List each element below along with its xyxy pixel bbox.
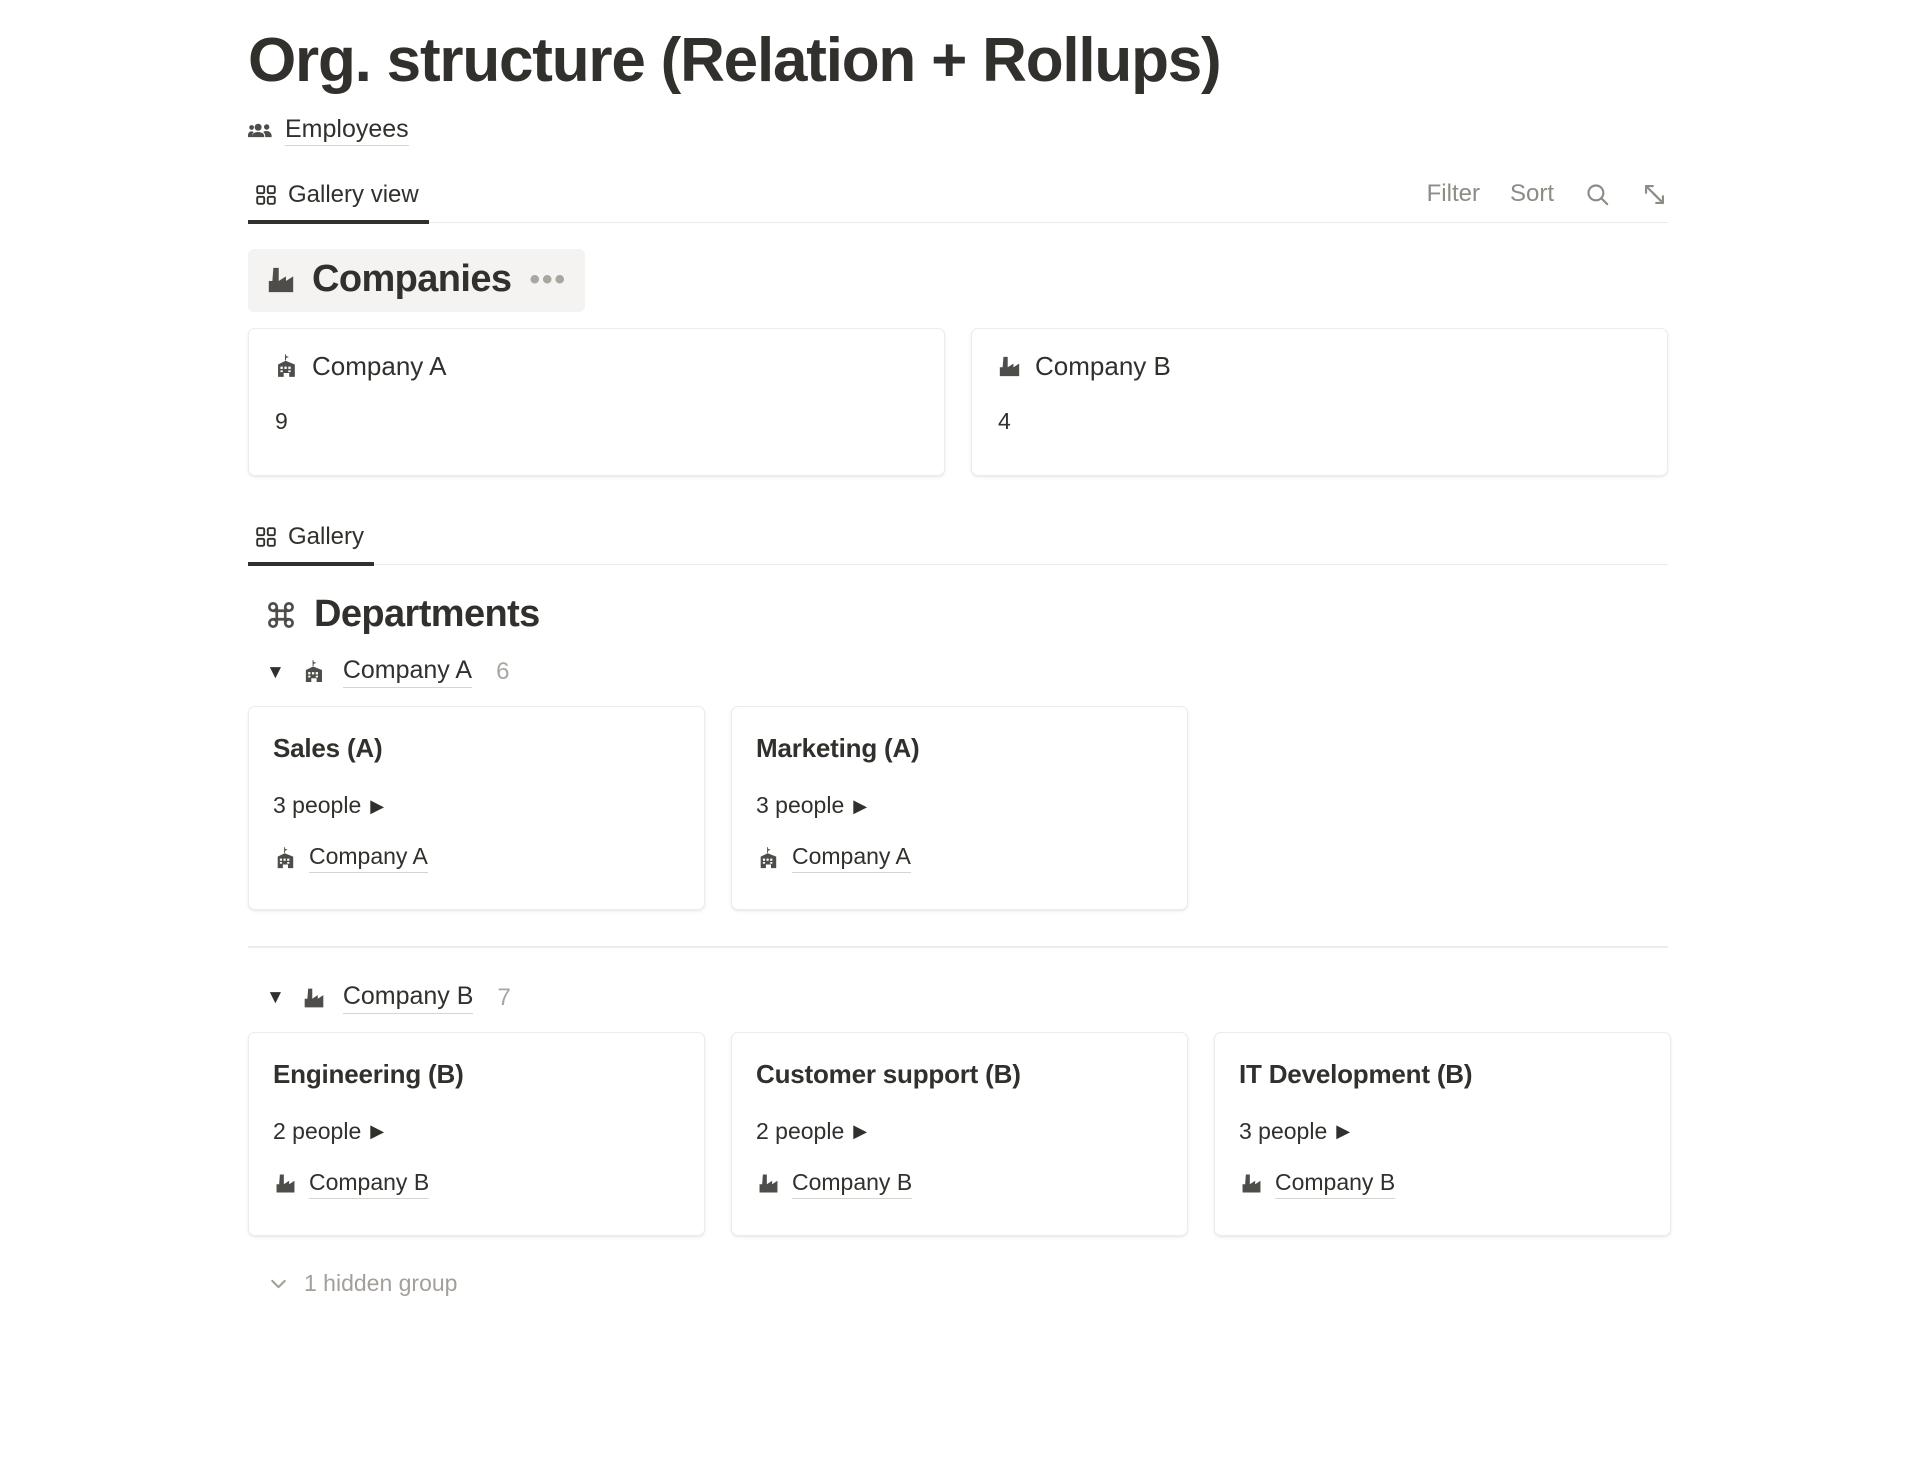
department-card-people-count: 3 people	[756, 792, 845, 819]
factory-icon	[756, 1171, 781, 1196]
department-card-people[interactable]: 2 people ▶	[273, 1118, 680, 1145]
group-header-company-b[interactable]: ▼ Company B 7	[248, 982, 1668, 1014]
group-count: 7	[497, 983, 511, 1011]
play-triangle-icon: ▶	[853, 795, 868, 816]
page-content: Org. structure (Relation + Rollups) Empl…	[248, 0, 1671, 1301]
factory-icon	[301, 985, 327, 1011]
department-card-people-count: 3 people	[1239, 1117, 1328, 1144]
company-card-title: Company A	[312, 351, 447, 382]
play-triangle-icon: ▶	[370, 1121, 385, 1142]
department-card[interactable]: Customer support (B) 2 people ▶ Company …	[731, 1031, 1188, 1236]
collapse-caret-icon[interactable]: ▼	[266, 987, 285, 1009]
department-card-title: Marketing (A)	[756, 733, 920, 764]
page-title: Org. structure (Relation + Rollups)	[248, 26, 1222, 95]
people-group-icon	[248, 118, 275, 145]
view-toolbar: Gallery view Filter Sort	[248, 168, 1668, 224]
departments-grid-company-b: Engineering (B) 2 people ▶ Company B Cus…	[248, 1031, 1671, 1236]
departments-section-title: Departments	[314, 593, 540, 636]
department-card-title: Customer support (B)	[756, 1058, 1021, 1089]
factory-icon	[1239, 1171, 1264, 1196]
gallery-grid-icon	[254, 525, 278, 549]
filter-button[interactable]: Filter	[1426, 180, 1480, 208]
department-card-relation-label: Company A	[309, 843, 428, 874]
department-card[interactable]: Marketing (A) 3 people ▶	[731, 706, 1188, 911]
hidden-group-toggle[interactable]: 1 hidden group	[248, 1270, 457, 1297]
department-card[interactable]: IT Development (B) 3 people ▶ Company B	[1214, 1031, 1671, 1236]
tab-gallery-view-label: Gallery view	[288, 181, 419, 209]
search-icon[interactable]	[1584, 181, 1611, 208]
tab-gallery[interactable]: Gallery	[248, 523, 375, 566]
school-building-icon	[756, 846, 781, 871]
department-card-relation[interactable]: Company A	[756, 843, 911, 874]
department-card-relation-label: Company A	[792, 843, 911, 874]
department-card-title: Sales (A)	[273, 733, 383, 764]
department-card-people[interactable]: 3 people ▶	[1239, 1118, 1646, 1145]
department-card-relation-label: Company B	[309, 1169, 430, 1199]
factory-icon	[996, 353, 1023, 380]
companies-section-menu-icon[interactable]: •••	[529, 262, 567, 296]
department-card-people-count: 2 people	[756, 1117, 845, 1144]
group-count: 6	[496, 658, 510, 686]
departments-view-toolbar: Gallery	[248, 510, 1668, 566]
play-triangle-icon: ▶	[853, 1121, 868, 1142]
group-name: Company B	[342, 982, 474, 1014]
department-card-relation[interactable]: Company B	[273, 1169, 430, 1199]
group-header-company-a[interactable]: ▼ Company A 6	[248, 656, 1668, 689]
view-tabs: Gallery view	[248, 168, 429, 224]
sort-button[interactable]: Sort	[1509, 180, 1554, 208]
department-card-people[interactable]: 3 people ▶	[756, 792, 1163, 819]
group-name: Company A	[342, 656, 473, 689]
company-card[interactable]: Company A 9	[248, 328, 945, 477]
company-card-value: 9	[275, 408, 288, 435]
department-card-title: Engineering (B)	[273, 1058, 464, 1089]
department-card-relation[interactable]: Company B	[1239, 1169, 1396, 1199]
employees-link-label: Employees	[285, 117, 409, 147]
company-card-title-row: Company A	[273, 351, 920, 382]
tab-gallery-view[interactable]: Gallery view	[248, 181, 429, 224]
companies-section-header[interactable]: Companies •••	[248, 249, 585, 313]
school-building-icon	[273, 353, 300, 380]
departments-view-tabs: Gallery	[248, 510, 375, 566]
department-card-relation[interactable]: Company A	[273, 843, 428, 874]
department-card-people[interactable]: 2 people ▶	[756, 1118, 1163, 1145]
command-icon	[264, 598, 298, 632]
departments-section-header[interactable]: Departments	[248, 593, 1668, 636]
department-card[interactable]: Sales (A) 3 people ▶	[248, 706, 705, 911]
gallery-grid-icon	[254, 183, 278, 207]
department-card-relation[interactable]: Company B	[756, 1169, 913, 1199]
factory-icon	[273, 1171, 298, 1196]
department-card-relation-label: Company B	[1275, 1169, 1396, 1199]
employees-database-link[interactable]: Employees	[248, 117, 409, 147]
company-card-title: Company B	[1035, 351, 1171, 382]
tab-gallery-label: Gallery	[288, 523, 365, 551]
company-card-value: 4	[998, 408, 1011, 435]
company-card[interactable]: Company B 4	[971, 328, 1668, 477]
collapse-caret-icon[interactable]: ▼	[266, 661, 285, 683]
view-tools: Filter Sort	[1427, 180, 1668, 222]
companies-section-title: Companies	[312, 258, 512, 301]
companies-card-grid: Company A 9 Company B 4	[248, 328, 1668, 477]
expand-diagonal-icon[interactable]	[1641, 181, 1668, 208]
hidden-group-label: 1 hidden group	[304, 1269, 458, 1296]
school-building-icon	[301, 659, 327, 685]
group-divider	[248, 946, 1668, 948]
department-card-people-count: 3 people	[273, 792, 362, 819]
play-triangle-icon: ▶	[1336, 1121, 1351, 1142]
chevron-down-icon	[266, 1271, 291, 1296]
department-card-people[interactable]: 3 people ▶	[273, 792, 680, 819]
school-building-icon	[273, 846, 298, 871]
play-triangle-icon: ▶	[370, 795, 385, 816]
department-card-title: IT Development (B)	[1239, 1058, 1473, 1089]
company-card-title-row: Company B	[996, 351, 1643, 382]
department-card[interactable]: Engineering (B) 2 people ▶ Company B	[248, 1031, 705, 1236]
departments-grid-company-a: Sales (A) 3 people ▶	[248, 706, 1668, 911]
factory-icon	[264, 263, 298, 297]
department-card-relation-label: Company B	[792, 1169, 913, 1199]
department-card-people-count: 2 people	[273, 1117, 362, 1144]
